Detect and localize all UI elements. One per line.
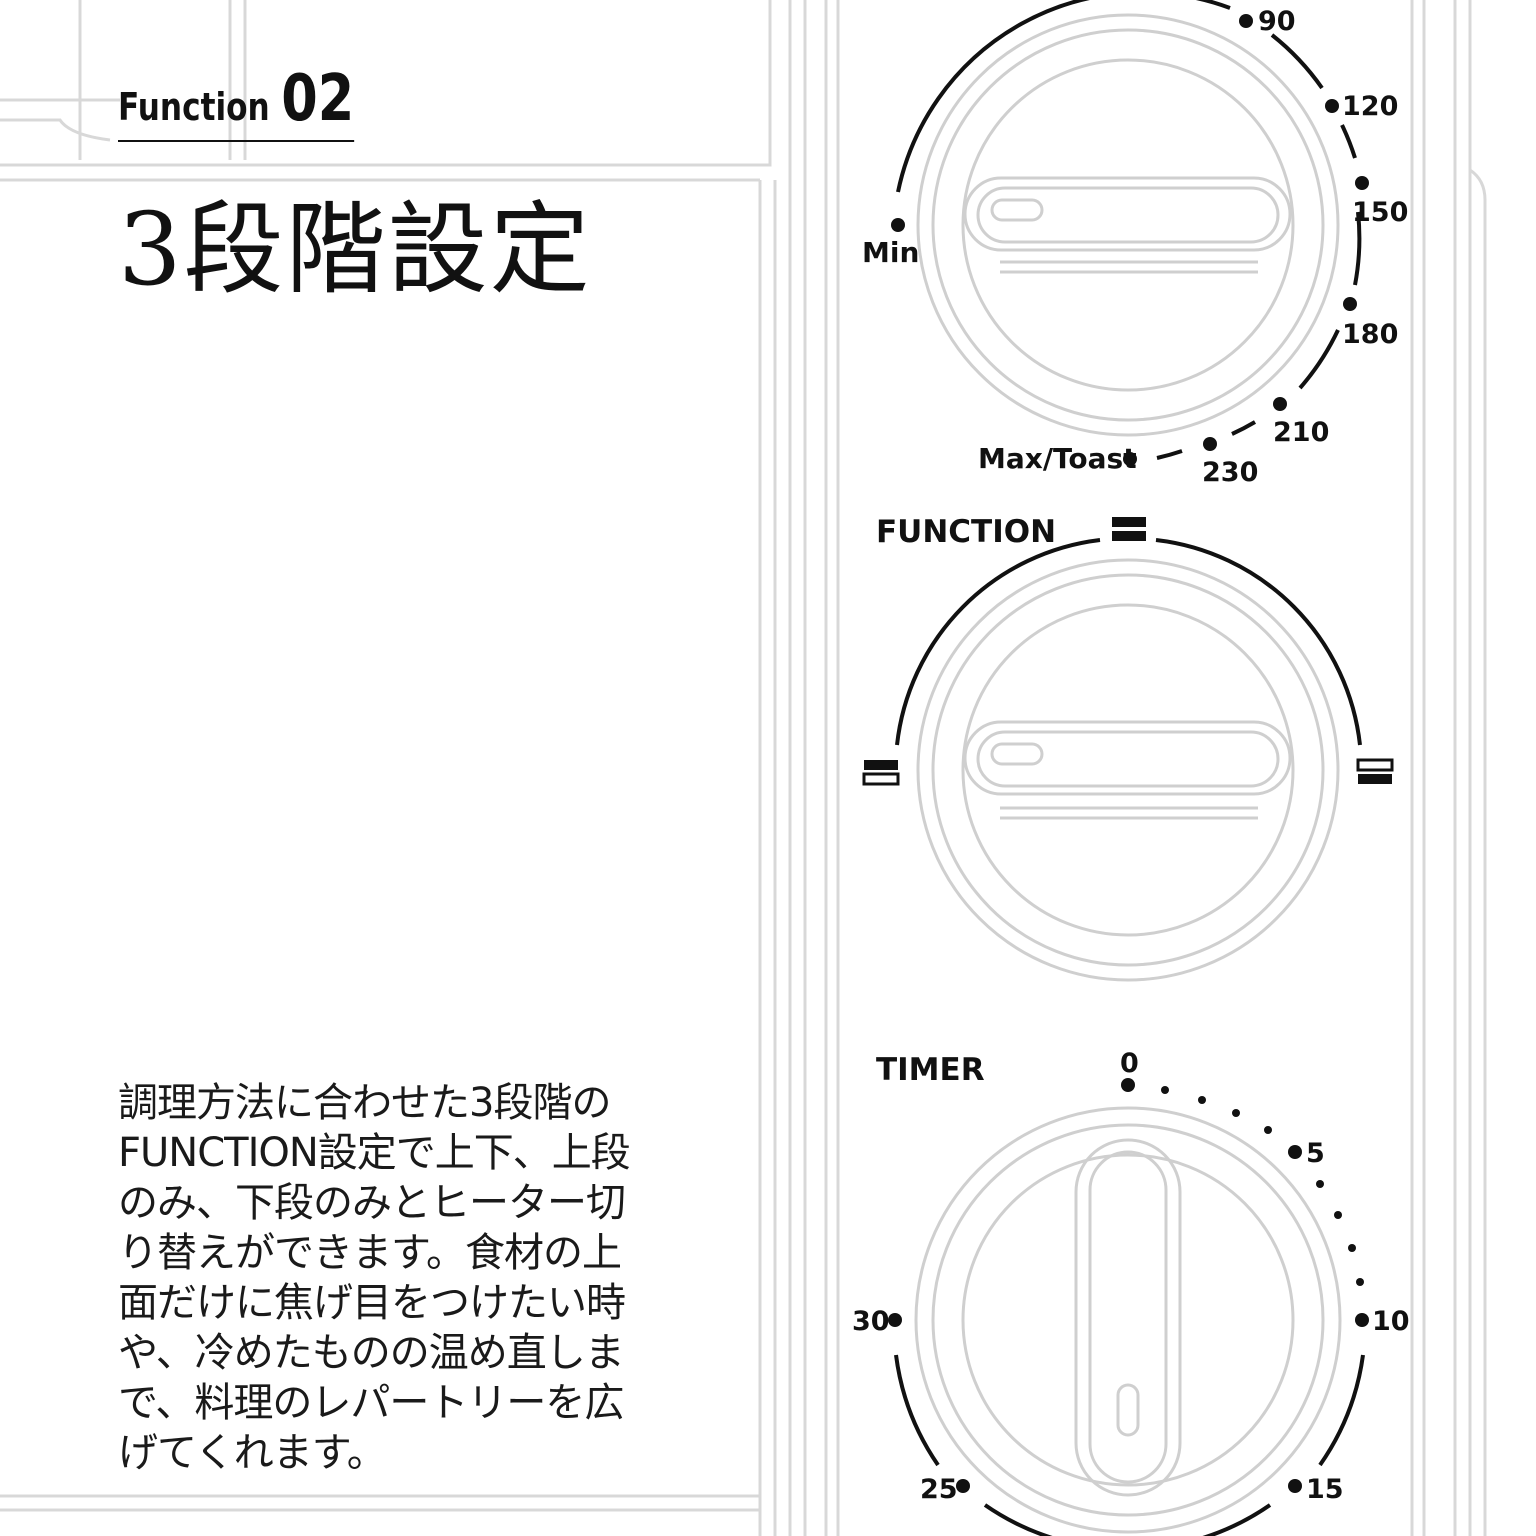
temp-max-label: Max/Toast bbox=[978, 442, 1137, 475]
temp-mark-180: 180 bbox=[1342, 319, 1398, 350]
temperature-dial[interactable] bbox=[916, 13, 1340, 437]
timer-dial[interactable] bbox=[914, 1106, 1342, 1534]
temp-min-label: Min bbox=[862, 236, 919, 269]
temperature-scale-dots bbox=[891, 14, 1369, 466]
page-title: 3段階設定 bbox=[118, 191, 592, 308]
temp-mark-210: 210 bbox=[1273, 417, 1329, 448]
timer-scale bbox=[894, 1354, 1365, 1536]
temp-mark-230: 230 bbox=[1202, 457, 1258, 488]
heater-bottom-only-icon bbox=[1356, 758, 1394, 784]
temp-mark-120: 120 bbox=[1342, 91, 1398, 122]
function-dial[interactable] bbox=[916, 558, 1340, 982]
function-scale bbox=[895, 538, 1362, 746]
temperature-scale bbox=[896, 0, 1362, 460]
timer-mark-0: 0 bbox=[1120, 1048, 1139, 1079]
heater-top-and-bottom-icon bbox=[1112, 517, 1146, 541]
function-word: Function bbox=[118, 85, 270, 129]
timer-scale-dots bbox=[888, 1078, 1369, 1493]
function-dial-label: FUNCTION bbox=[876, 514, 1056, 550]
timer-mark-25: 25 bbox=[920, 1474, 958, 1505]
timer-mark-30: 30 bbox=[852, 1306, 890, 1337]
heater-top-only-icon bbox=[862, 760, 900, 786]
description-text: 調理方法に合わせた3段階の FUNCTION設定で上下、上段 のみ、下段のみとヒ… bbox=[118, 1080, 631, 1476]
timer-mark-5: 5 bbox=[1306, 1138, 1325, 1169]
temp-mark-150: 150 bbox=[1352, 197, 1408, 228]
temp-mark-90: 90 bbox=[1258, 6, 1296, 37]
panel-outline bbox=[0, 0, 1487, 1536]
timer-mark-10: 10 bbox=[1372, 1306, 1410, 1337]
timer-mark-15: 15 bbox=[1306, 1474, 1344, 1505]
timer-dial-label: TIMER bbox=[876, 1052, 985, 1088]
function-number: 02 bbox=[281, 62, 355, 136]
